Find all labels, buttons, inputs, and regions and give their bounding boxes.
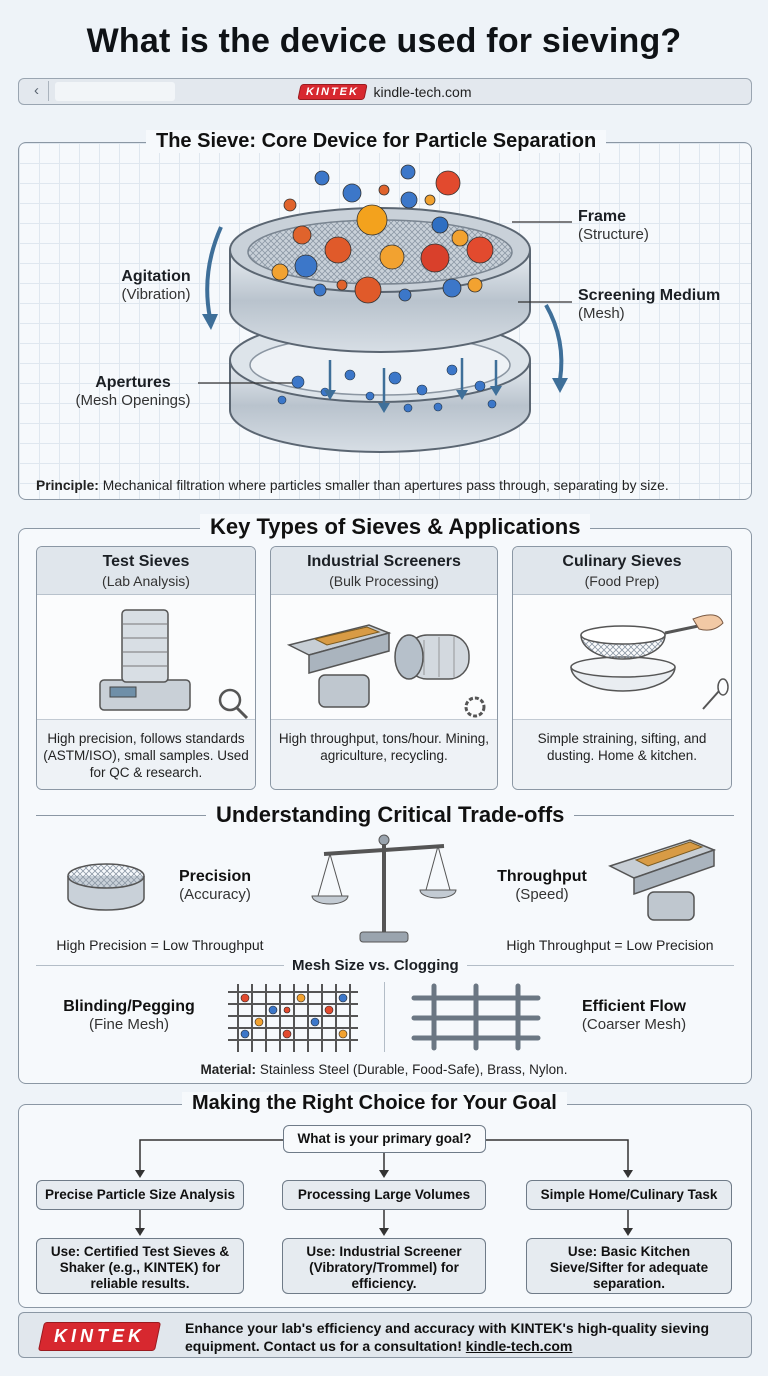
label-screening-medium: Screening Medium (Mesh) (578, 287, 721, 322)
section-title-core-device: The Sieve: Core Device for Particle Sepa… (146, 130, 607, 153)
section-title-tradeoffs: Understanding Critical Trade-offs (206, 802, 575, 828)
footer-link[interactable]: kindle-tech.com (465, 1338, 573, 1354)
throughput-note: High Throughput = Low Precision (506, 937, 714, 953)
question-box: What is your primary goal? (283, 1125, 486, 1153)
label-frame: Frame (Structure) (578, 208, 649, 243)
footer-banner: KINTEK Enhance your lab's efficiency and… (18, 1312, 752, 1358)
use-kitchen-sieve: Use: Basic Kitchen Sieve/Sifter for adeq… (526, 1238, 732, 1294)
callout-lines (198, 221, 572, 384)
card-test-sieves: Test Sieves(Lab Analysis) High precision… (36, 546, 256, 790)
footer-kintek-logo[interactable]: KINTEK (37, 1322, 162, 1351)
label-efficient-flow: Efficient Flow (Coarser Mesh) (581, 998, 687, 1033)
section-title-right-choice: Making the Right Choice for Your Goal (182, 1092, 567, 1115)
mesh-separator (384, 982, 385, 1052)
use-industrial-screener: Use: Industrial Screener (Vibratory/Trom… (282, 1238, 486, 1294)
page-title: What is the device used for sieving? (86, 22, 682, 60)
label-precision: Precision (Accuracy) (178, 868, 252, 903)
goal-precise-analysis[interactable]: Precise Particle Size Analysis (36, 1180, 244, 1210)
url-bar[interactable]: KINTEK kindle-tech.com (19, 79, 751, 104)
coarse-mesh-icon (411, 983, 541, 1051)
label-apertures: Apertures (Mesh Openings) (75, 374, 191, 409)
clogged-mesh-icon (228, 984, 358, 1052)
screener-small-icon (608, 839, 717, 921)
label-blinding: Blinding/Pegging (Fine Mesh) (63, 998, 195, 1033)
material-text: Material: Stainless Steel (Durable, Food… (200, 1062, 568, 1077)
test-sieve-stack-icon (99, 609, 249, 720)
url-text: kindle-tech.com (373, 83, 472, 100)
footer-text: Enhance your lab's efficiency and accura… (185, 1320, 710, 1354)
principle-text: Principle: Mechanical filtration where p… (36, 478, 669, 493)
fine-sieve-icon (67, 863, 145, 911)
card-culinary-sieves: Culinary Sieves(Food Prep) Simple strain… (512, 546, 732, 790)
industrial-screener-icon (286, 624, 486, 718)
browser-bar: ‹ KINTEK kindle-tech.com (18, 78, 752, 105)
goal-large-volumes[interactable]: Processing Large Volumes (282, 1180, 486, 1210)
goal-home-culinary[interactable]: Simple Home/Culinary Task (526, 1180, 732, 1210)
card-industrial-screeners: Industrial Screeners(Bulk Processing) Hi… (270, 546, 498, 790)
agitation-arrow-left (202, 226, 223, 330)
precision-note: High Precision = Low Throughput (56, 937, 264, 953)
label-throughput: Throughput (Speed) (497, 868, 587, 903)
browser-tab[interactable] (55, 82, 175, 101)
sieve-illustration (229, 164, 531, 453)
culinary-sieve-icon (570, 614, 729, 710)
mesh-title: Mesh Size vs. Clogging (284, 957, 467, 974)
chevron-left-icon[interactable]: ‹ (25, 81, 49, 101)
use-test-sieves: Use: Certified Test Sieves & Shaker (e.g… (36, 1238, 244, 1294)
agitation-arrow-right (544, 304, 568, 393)
label-agitation: Agitation (Vibration) (121, 268, 191, 303)
balance-scale-icon (311, 834, 457, 943)
section-title-key-types: Key Types of Sieves & Applications (200, 514, 591, 540)
flow-connectors (135, 1139, 633, 1236)
